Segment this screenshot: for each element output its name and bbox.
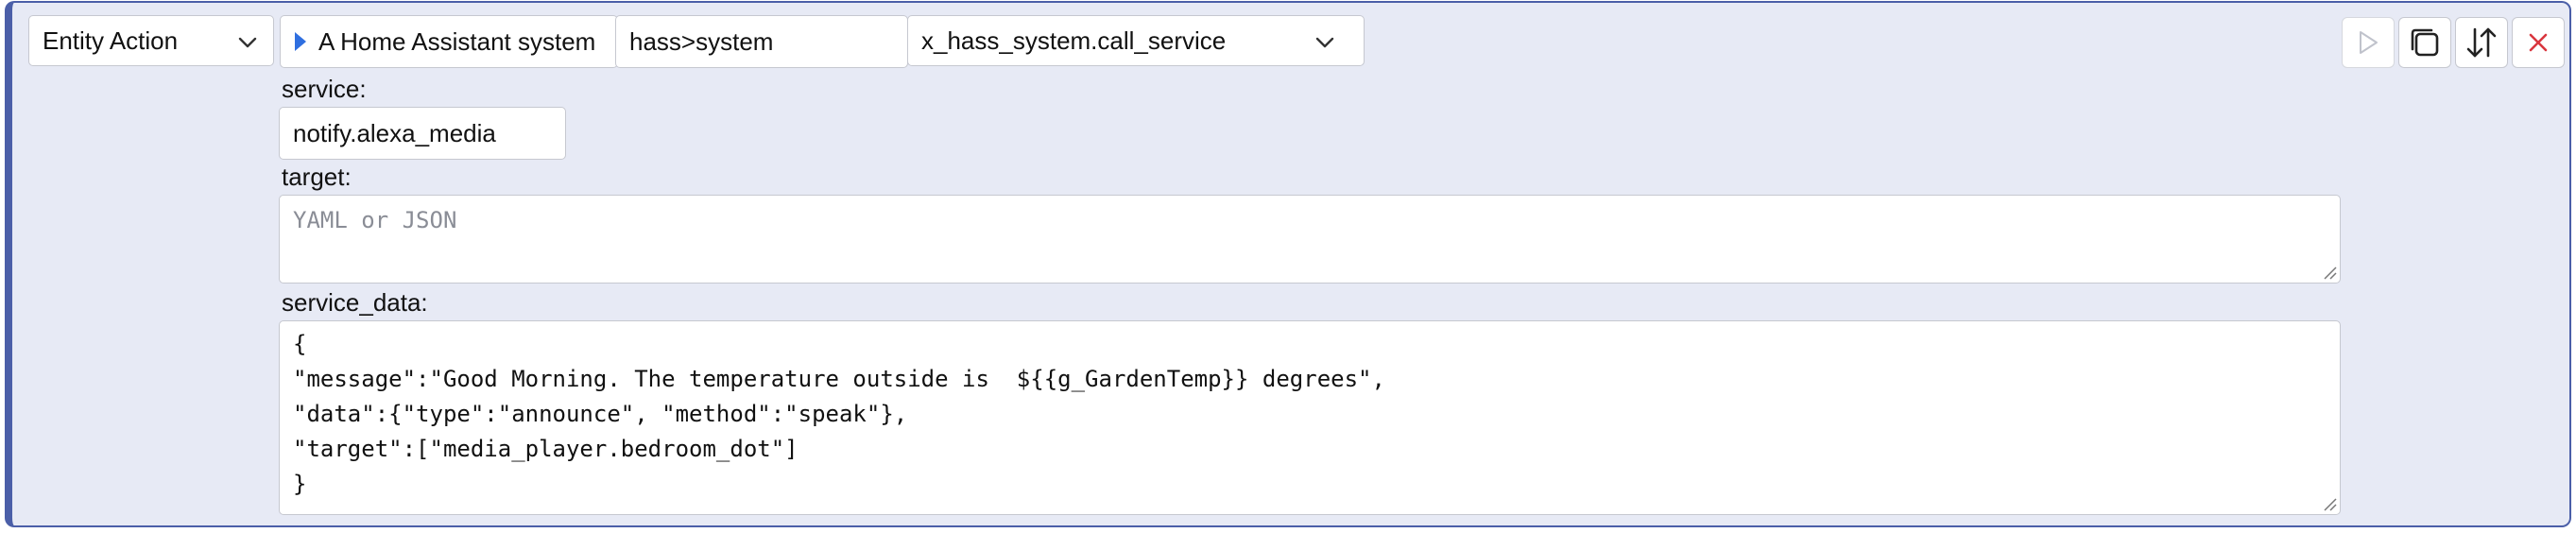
service-data-line: "target":["media_player.bedroom_dot"]: [293, 436, 799, 462]
service-data-textarea[interactable]: { "message":"Good Morning. The temperatu…: [279, 320, 2341, 515]
chevron-down-icon: [1315, 37, 1334, 48]
service-input[interactable]: notify.alexa_media: [279, 107, 566, 160]
action-type-select[interactable]: Entity Action: [28, 15, 274, 66]
reorder-arrows-icon: [2466, 27, 2497, 58]
target-textarea[interactable]: YAML or JSON: [279, 195, 2341, 284]
target-label: target:: [282, 163, 352, 191]
copy-button[interactable]: [2398, 17, 2451, 68]
target-placeholder: YAML or JSON: [293, 207, 457, 233]
service-data-line: {: [293, 331, 307, 357]
service-data-line: "message":"Good Morning. The temperature…: [293, 366, 1385, 392]
resize-grip-icon[interactable]: [2322, 265, 2337, 280]
resize-grip-icon[interactable]: [2322, 496, 2337, 511]
system-label: A Home Assistant system: [318, 26, 596, 56]
play-icon: [2360, 31, 2378, 54]
copy-icon: [2411, 28, 2439, 57]
system-id-field[interactable]: hass>system: [615, 15, 908, 68]
run-button[interactable]: [2342, 17, 2395, 68]
service-value: notify.alexa_media: [293, 118, 496, 147]
reorder-button[interactable]: [2455, 17, 2508, 68]
action-type-value: Entity Action: [43, 26, 179, 55]
service-label: service:: [282, 75, 367, 103]
close-icon: [2529, 33, 2548, 52]
method-select[interactable]: x_hass_system.call_service: [907, 15, 1365, 66]
action-panel: Entity Action A Home Assistant system ha…: [5, 1, 2571, 527]
service-data-line: "data":{"type":"announce", "method":"spe…: [293, 401, 908, 427]
system-selector[interactable]: A Home Assistant system: [280, 15, 618, 68]
expand-triangle-icon: [295, 32, 306, 51]
delete-button[interactable]: [2512, 17, 2565, 68]
service-data-label: service_data:: [282, 288, 428, 317]
method-value: x_hass_system.call_service: [921, 26, 1227, 55]
service-data-line: }: [293, 471, 307, 497]
chevron-down-icon: [238, 37, 257, 48]
system-id-value: hass>system: [629, 26, 774, 56]
